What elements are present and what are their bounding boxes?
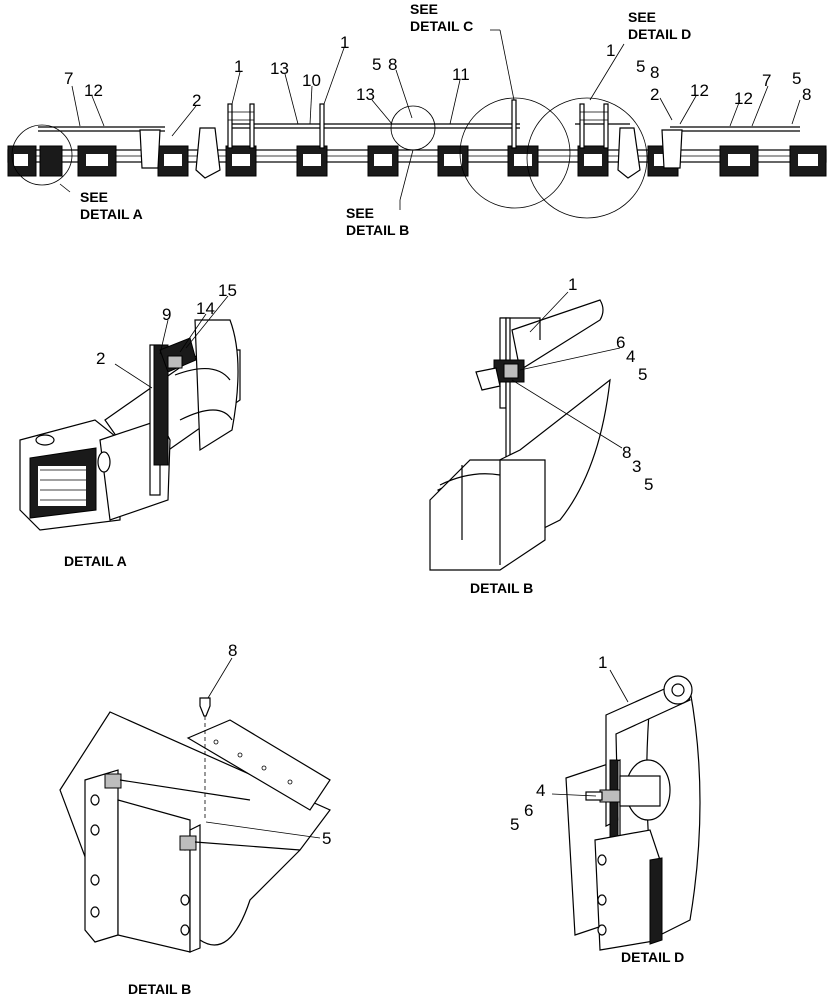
detail-d-circle	[526, 97, 648, 219]
see-detail-d-line1: SEE	[628, 9, 656, 25]
overview-callout-7-right: 7	[762, 71, 771, 90]
detail-a-callout-2: 2	[96, 349, 105, 368]
see-detail-d-line2: DETAIL D	[628, 26, 691, 42]
see-detail-c-line2: DETAIL C	[410, 18, 473, 34]
detail-b-lower-callout-8: 8	[228, 641, 237, 660]
detail-b-upper-callout-5a: 5	[638, 365, 647, 384]
detail-b-upper-drawing: 1 6 4 5 8 3 5 DETAIL B	[429, 275, 653, 596]
detail-a-title: DETAIL A	[64, 553, 127, 569]
detail-a-callout-14: 14	[196, 299, 215, 318]
overview-callout-2-left: 2	[192, 91, 201, 110]
detail-b-lower-drawing: 8 5 DETAIL B	[59, 641, 331, 997]
detail-d-callout-4: 4	[536, 781, 545, 800]
overview-callout-12-right-b: 12	[734, 89, 753, 108]
detail-b-upper-callout-5b: 5	[644, 475, 653, 494]
overview-callout-8-center: 8	[388, 55, 397, 74]
overview-callout-7-left: 7	[64, 69, 73, 88]
overview-assembly: 7 12 2 1 13 10 1 5 8 13 11 1 5 8 2 12 12…	[7, 1, 827, 238]
see-detail-b-line1: SEE	[346, 205, 374, 221]
overview-callout-1-b: 1	[340, 33, 349, 52]
detail-b-lower-title: DETAIL B	[128, 981, 191, 997]
overview-callout-13-a: 13	[270, 59, 289, 78]
overview-callout-8-right-b: 8	[802, 85, 811, 104]
overview-callout-10: 10	[302, 71, 321, 90]
overview-callout-2-right: 2	[650, 85, 659, 104]
overview-callout-12-left: 12	[84, 81, 103, 100]
detail-c-circle	[459, 97, 571, 209]
detail-a-callout-15: 15	[218, 281, 237, 300]
detail-d-callout-6: 6	[524, 801, 533, 820]
detail-b-upper-callout-4: 4	[626, 347, 635, 366]
overview-callout-11: 11	[452, 65, 470, 84]
detail-a-callout-9: 9	[162, 305, 171, 324]
detail-b-upper-callout-1: 1	[568, 275, 577, 294]
overview-callout-1-c: 1	[606, 41, 615, 60]
detail-b-upper-callout-8: 8	[622, 443, 631, 462]
see-detail-a-line2: DETAIL A	[80, 206, 143, 222]
overview-callout-12-right-a: 12	[690, 81, 709, 100]
overview-callout-5-center: 5	[372, 55, 381, 74]
overview-callout-5-right-a: 5	[636, 57, 645, 76]
detail-d-callout-5: 5	[510, 815, 519, 834]
see-detail-a-line1: SEE	[80, 189, 108, 205]
overview-callout-8-right-a: 8	[650, 63, 659, 82]
detail-d-callout-1: 1	[598, 653, 607, 672]
overview-callout-1-a: 1	[234, 57, 243, 76]
detail-b-upper-title: DETAIL B	[470, 580, 533, 596]
see-detail-c-line1: SEE	[410, 1, 438, 17]
overview-callout-13-b: 13	[356, 85, 375, 104]
row-unit-clamps	[7, 145, 827, 177]
overview-callout-5-right-b: 5	[792, 69, 801, 88]
see-detail-b-line2: DETAIL B	[346, 222, 409, 238]
detail-b-upper-callout-3: 3	[632, 457, 641, 476]
detail-b-lower-callout-5: 5	[322, 829, 331, 848]
detail-a-drawing: 15 9 14 2 DETAIL A	[19, 281, 241, 569]
detail-a-circle	[11, 124, 73, 186]
detail-d-title: DETAIL D	[621, 949, 684, 965]
detail-d-drawing: 1 4 6 5 DETAIL D	[510, 653, 701, 965]
detail-b-upper-callout-6: 6	[616, 333, 625, 352]
